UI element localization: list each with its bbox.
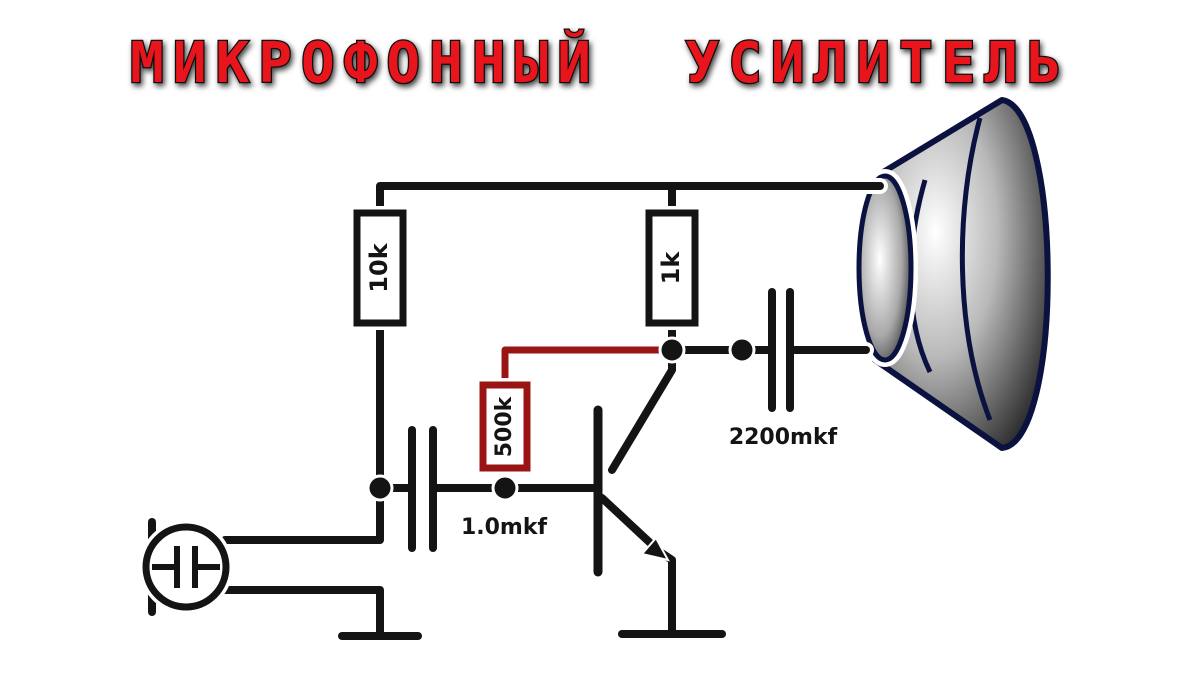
mic-signal-wire: [221, 319, 384, 544]
junction-dot: [728, 336, 756, 364]
resistor-500k: 500k: [476, 378, 534, 475]
speaker-icon: [852, 92, 1056, 456]
resistor-1k-label: 1k: [657, 251, 685, 285]
microphone-icon: [139, 518, 233, 616]
transistor-symbol: [593, 405, 670, 577]
resistor-500k-label: 500k: [492, 395, 517, 457]
junction-dot: [658, 336, 686, 364]
junction-dot: [366, 474, 394, 502]
resistor-10k-label: 10k: [365, 242, 393, 292]
circuit-wires: [206, 182, 884, 640]
resistor-10k: 10k: [350, 206, 410, 330]
emitter-arrow-icon: [640, 536, 670, 562]
junction-dot: [491, 474, 519, 502]
resistor-1k: 1k: [642, 206, 702, 330]
power-rail: [376, 182, 884, 217]
mic-ground-wire: [206, 586, 384, 640]
junction-dots: [366, 336, 756, 502]
diagram-title: МИКРОФОННЫЙ УСИЛИТЕЛЬ: [130, 30, 1070, 96]
input-capacitor: [408, 426, 437, 552]
input-capacitor-label: 1.0mkf: [461, 515, 548, 540]
output-capacitor-label: 2200mkf: [729, 425, 838, 450]
output-capacitor: [768, 288, 794, 412]
